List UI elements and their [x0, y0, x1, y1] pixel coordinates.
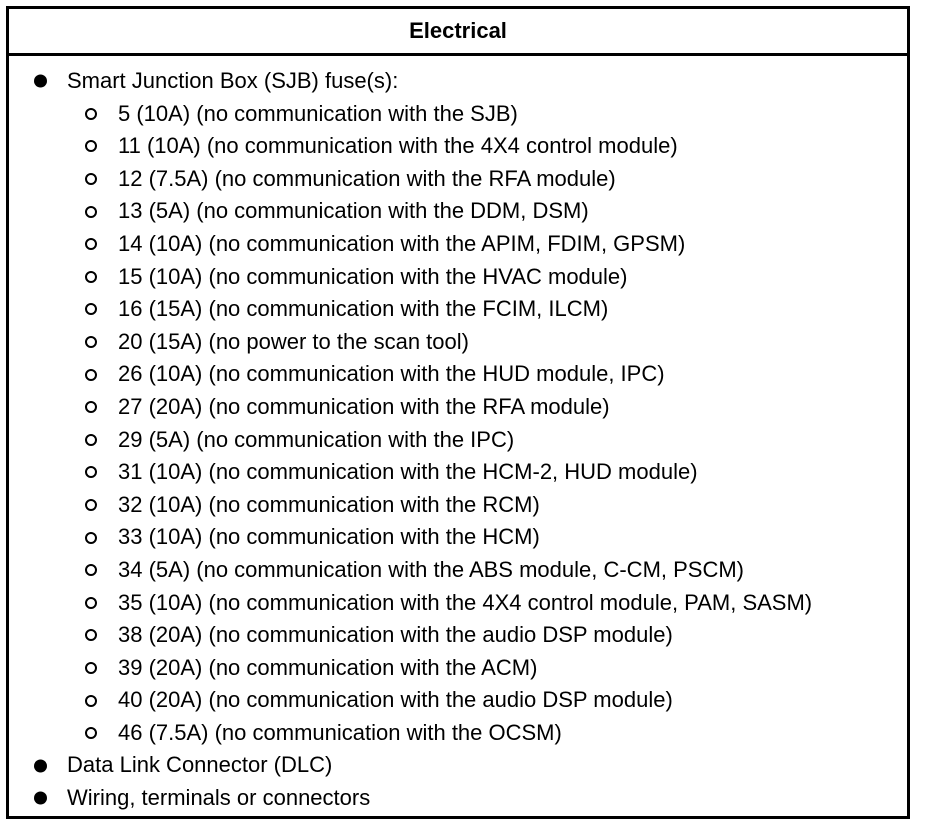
hollow-bullet-icon: [85, 727, 97, 740]
sub-list-item: 20 (15A) (no power to the scan tool): [9, 326, 907, 359]
sub-list-item: 12 (7.5A) (no communication with the RFA…: [9, 163, 907, 196]
sub-list-item: 5 (10A) (no communication with the SJB): [9, 98, 907, 131]
sub-list-item: 26 (10A) (no communication with the HUD …: [9, 358, 907, 391]
sub-list-item: 13 (5A) (no communication with the DDM, …: [9, 195, 907, 228]
hollow-bullet-icon: [85, 205, 97, 218]
sub-list-item: 40 (20A) (no communication with the audi…: [9, 684, 907, 717]
sub-list-item: 38 (20A) (no communication with the audi…: [9, 619, 907, 652]
sub-list-item: 31 (10A) (no communication with the HCM-…: [9, 456, 907, 489]
hollow-bullet-icon: [85, 401, 97, 414]
filled-bullet-icon: [34, 791, 47, 805]
item-text: 32 (10A) (no communication with the RCM): [118, 491, 540, 517]
item-text: 35 (10A) (no communication with the 4X4 …: [118, 589, 813, 615]
hollow-bullet-icon: [85, 173, 97, 186]
sub-list-item: 46 (7.5A) (no communication with the OCS…: [9, 717, 907, 750]
list-item: Data Link Connector (DLC): [9, 749, 907, 782]
item-text: 34 (5A) (no communication with the ABS m…: [118, 556, 745, 582]
hollow-bullet-icon: [85, 531, 97, 544]
sub-list-item: 33 (10A) (no communication with the HCM): [9, 521, 907, 554]
item-text: 26 (10A) (no communication with the HUD …: [118, 361, 665, 387]
item-text: 39 (20A) (no communication with the ACM): [118, 654, 538, 680]
item-text: 33 (10A) (no communication with the HCM): [118, 524, 540, 550]
hollow-bullet-icon: [85, 107, 97, 120]
item-text: 31 (10A) (no communication with the HCM-…: [118, 459, 698, 485]
hollow-bullet-icon: [85, 661, 97, 674]
hollow-bullet-icon: [85, 596, 97, 609]
item-text: 27 (20A) (no communication with the RFA …: [118, 393, 610, 419]
hollow-bullet-icon: [85, 499, 97, 512]
hollow-bullet-icon: [85, 564, 97, 577]
hollow-bullet-icon: [85, 466, 97, 479]
item-text: 11 (10A) (no communication with the 4X4 …: [118, 133, 678, 159]
sub-list-item: 11 (10A) (no communication with the 4X4 …: [9, 130, 907, 163]
sub-list-item: 32 (10A) (no communication with the RCM): [9, 489, 907, 522]
hollow-bullet-icon: [85, 433, 97, 446]
sub-list-item: 35 (10A) (no communication with the 4X4 …: [9, 587, 907, 620]
hollow-bullet-icon: [85, 629, 97, 642]
sub-list-item: 15 (10A) (no communication with the HVAC…: [9, 261, 907, 294]
hollow-bullet-icon: [85, 694, 97, 707]
electrical-table: Electrical Smart Junction Box (SJB) fuse…: [6, 6, 910, 819]
item-text: 15 (10A) (no communication with the HVAC…: [118, 263, 628, 289]
item-text: 29 (5A) (no communication with the IPC): [118, 426, 515, 452]
item-list: Smart Junction Box (SJB) fuse(s): 5 (10A)…: [9, 65, 907, 815]
hollow-bullet-icon: [85, 238, 97, 251]
filled-bullet-icon: [34, 759, 47, 773]
filled-bullet-icon: [34, 74, 47, 88]
item-text: 13 (5A) (no communication with the DDM, …: [118, 198, 589, 224]
item-text: Wiring, terminals or connectors: [67, 785, 371, 811]
sub-list-item: 29 (5A) (no communication with the IPC): [9, 424, 907, 457]
item-text: 20 (15A) (no power to the scan tool): [118, 328, 469, 354]
hollow-bullet-icon: [85, 336, 97, 349]
item-text: 5 (10A) (no communication with the SJB): [118, 100, 518, 126]
item-text: Data Link Connector (DLC): [67, 752, 333, 778]
sub-list-item: 27 (20A) (no communication with the RFA …: [9, 391, 907, 424]
sub-list-item: 34 (5A) (no communication with the ABS m…: [9, 554, 907, 587]
item-text: 38 (20A) (no communication with the audi…: [118, 622, 673, 648]
hollow-bullet-icon: [85, 368, 97, 381]
sub-list-item: 14 (10A) (no communication with the APIM…: [9, 228, 907, 261]
hollow-bullet-icon: [85, 140, 97, 153]
hollow-bullet-icon: [85, 270, 97, 283]
hollow-bullet-icon: [85, 303, 97, 316]
list-item: Wiring, terminals or connectors: [9, 782, 907, 815]
item-text: 46 (7.5A) (no communication with the OCS…: [118, 719, 562, 745]
item-text: 16 (15A) (no communication with the FCIM…: [118, 296, 609, 322]
table-header: Electrical: [9, 9, 907, 56]
item-text: 14 (10A) (no communication with the APIM…: [118, 230, 686, 256]
item-text: 12 (7.5A) (no communication with the RFA…: [118, 165, 616, 191]
item-text: Smart Junction Box (SJB) fuse(s):: [67, 68, 399, 93]
list-item: Smart Junction Box (SJB) fuse(s):: [9, 65, 907, 98]
item-text: 40 (20A) (no communication with the audi…: [118, 687, 673, 713]
sub-list-item: 39 (20A) (no communication with the ACM): [9, 652, 907, 685]
sub-list-item: 16 (15A) (no communication with the FCIM…: [9, 293, 907, 326]
